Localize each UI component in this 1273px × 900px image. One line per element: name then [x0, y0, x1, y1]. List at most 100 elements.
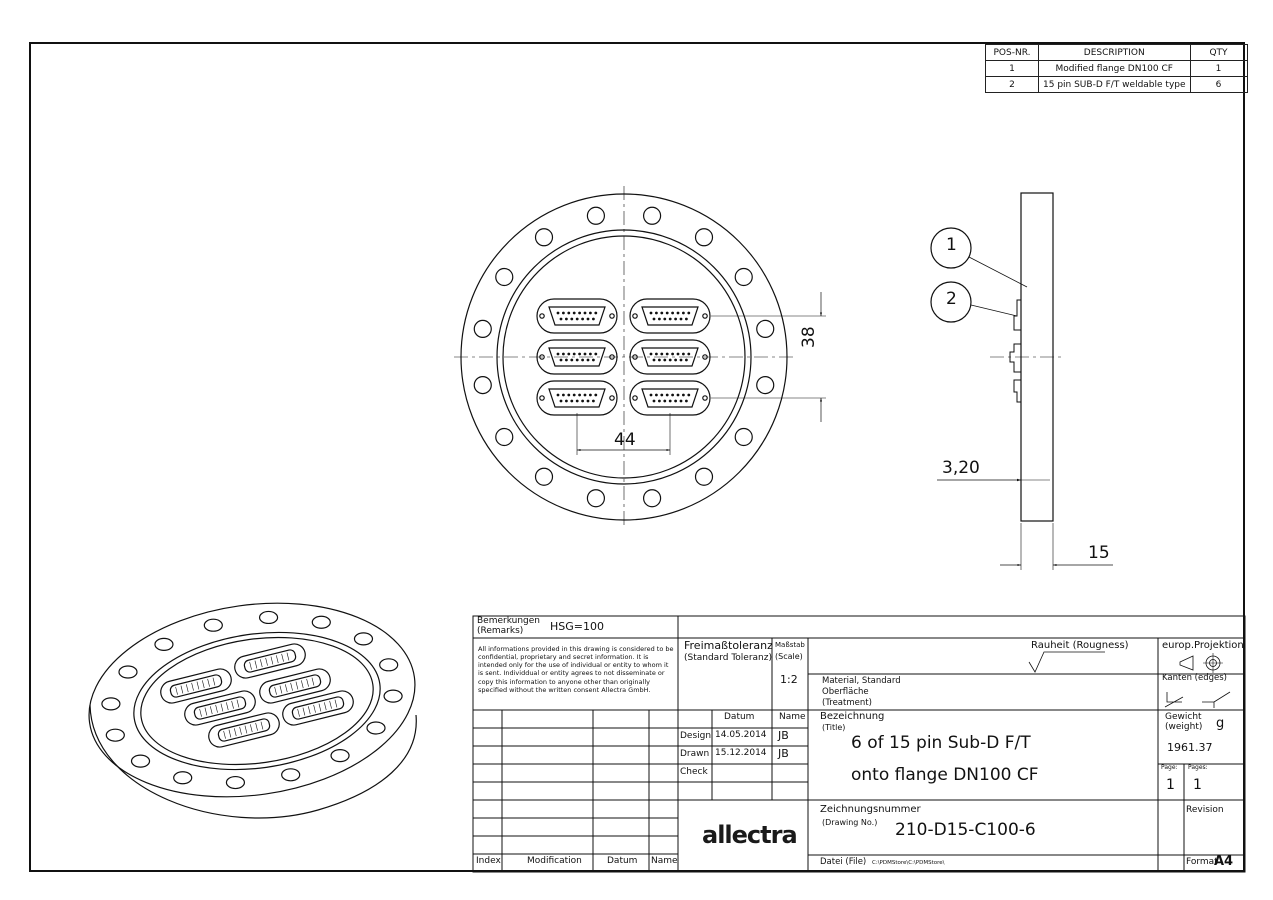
iso-connector-pin	[318, 703, 322, 712]
connector-pin	[649, 393, 653, 397]
connector-pin	[594, 393, 598, 397]
roughness-label: Rauheit (Rougness)	[1031, 640, 1129, 651]
title-block-grid	[472, 615, 1246, 873]
iso-connector-pin	[260, 721, 264, 730]
dim-15-label: 15	[1088, 543, 1110, 563]
material-label: Material, Standard	[822, 676, 901, 686]
iso-connector-pin	[210, 706, 213, 715]
iso-bolt-hole	[330, 749, 350, 763]
bolt-hole	[586, 206, 606, 225]
connector-pin	[581, 358, 584, 362]
connector-pin	[665, 352, 669, 356]
connector-pin	[572, 352, 576, 356]
connector-pin	[658, 399, 661, 403]
connector-pin	[660, 393, 664, 397]
connector-pin	[559, 358, 563, 362]
connector-pin	[665, 393, 669, 397]
weight-value: 1961.37	[1167, 741, 1213, 754]
connector-pin	[682, 352, 685, 356]
connector-pin	[575, 317, 579, 321]
iso-bolt-holes	[101, 610, 403, 790]
connector-pin	[652, 358, 656, 362]
connector-pin	[565, 358, 568, 362]
datum-header: Datum	[607, 856, 638, 866]
connector-pin	[679, 317, 683, 321]
iso-connector-pin	[196, 681, 200, 690]
iso-connector-pin	[175, 686, 178, 695]
iso-connector-pin	[202, 680, 205, 689]
connector-pin	[655, 311, 658, 315]
connector-pin	[578, 352, 581, 356]
connector-pin	[685, 358, 688, 362]
iso-connector-outline	[282, 690, 354, 726]
iso-connector-pin	[231, 700, 234, 709]
name-header: Name	[779, 712, 806, 722]
bolt-hole	[534, 467, 554, 486]
isometric-view	[88, 602, 417, 819]
connector-pin	[575, 399, 579, 403]
page-label: Page:	[1161, 764, 1178, 771]
connector-pin	[685, 399, 688, 403]
iso-connector-shell	[193, 696, 247, 720]
connector-pin	[589, 352, 592, 356]
connector-pin	[674, 399, 677, 403]
drawn-name: JB	[778, 747, 789, 760]
connector-outline	[536, 298, 618, 334]
connector-pin	[581, 317, 584, 321]
pages-label: Pages:	[1188, 764, 1208, 771]
drawing-title-line1: 6 of 15 pin Sub-D F/T	[851, 733, 1031, 753]
dim-44-label: 44	[614, 430, 636, 450]
iso-connector-shell	[243, 649, 297, 673]
iso-connector-pin	[191, 682, 194, 691]
connector-pin	[682, 311, 685, 315]
iso-connector-pin	[228, 729, 232, 738]
connector-pin	[674, 317, 677, 321]
connector-pin	[663, 358, 667, 362]
connector-pin	[583, 311, 587, 315]
bom-row: 1 Modified flange DN100 CF 1	[985, 60, 1248, 77]
connector-pin	[565, 317, 568, 321]
bolt-hole	[534, 228, 554, 247]
connector-pin	[581, 399, 584, 403]
drawing-number: 210-D15-C100-6	[895, 820, 1036, 840]
edges-label: Kanten (edges)	[1162, 673, 1227, 683]
bom-qty: 6	[1189, 76, 1248, 93]
iso-bolt-hole	[173, 771, 193, 785]
connector-pin	[682, 393, 685, 397]
connector-pin	[570, 399, 574, 403]
connector-pin	[671, 311, 674, 315]
name2-header: Name	[651, 856, 678, 866]
iso-bolt-hole	[101, 697, 121, 711]
iso-connector-pin	[334, 699, 338, 708]
connector-pin	[655, 393, 658, 397]
bolt-hole	[473, 375, 492, 395]
iso-bolt-hole	[154, 637, 174, 651]
page-value: 1	[1166, 777, 1175, 793]
iso-connector-pin	[204, 707, 208, 716]
tolerance-label: Freimaßtoleranz	[684, 639, 773, 652]
iso-connector-pin	[281, 653, 284, 662]
dim-320-label: 3,20	[942, 458, 980, 478]
iso-bolt-hole	[105, 728, 125, 742]
connector-shell	[641, 347, 699, 367]
connector-pin	[592, 317, 595, 321]
bolt-hole-pattern	[473, 206, 775, 508]
connector-shell	[548, 388, 606, 408]
iso-connector-pin	[249, 661, 252, 670]
connector-pin	[565, 399, 568, 403]
bolt-hole	[694, 228, 714, 247]
connector-pin	[562, 311, 565, 315]
side-view	[930, 192, 1113, 570]
drawing-frame	[29, 42, 1245, 872]
design-name: JB	[778, 729, 789, 742]
iso-connector-pin	[236, 699, 240, 708]
connector-pin	[671, 352, 674, 356]
bolt-hole	[734, 427, 753, 447]
connector-screw	[609, 313, 615, 319]
connector-pin	[586, 358, 590, 362]
iso-connector-pin	[265, 657, 268, 666]
iso-connector-pin	[297, 708, 300, 717]
connector-pin	[567, 393, 571, 397]
connector-pin	[674, 358, 677, 362]
